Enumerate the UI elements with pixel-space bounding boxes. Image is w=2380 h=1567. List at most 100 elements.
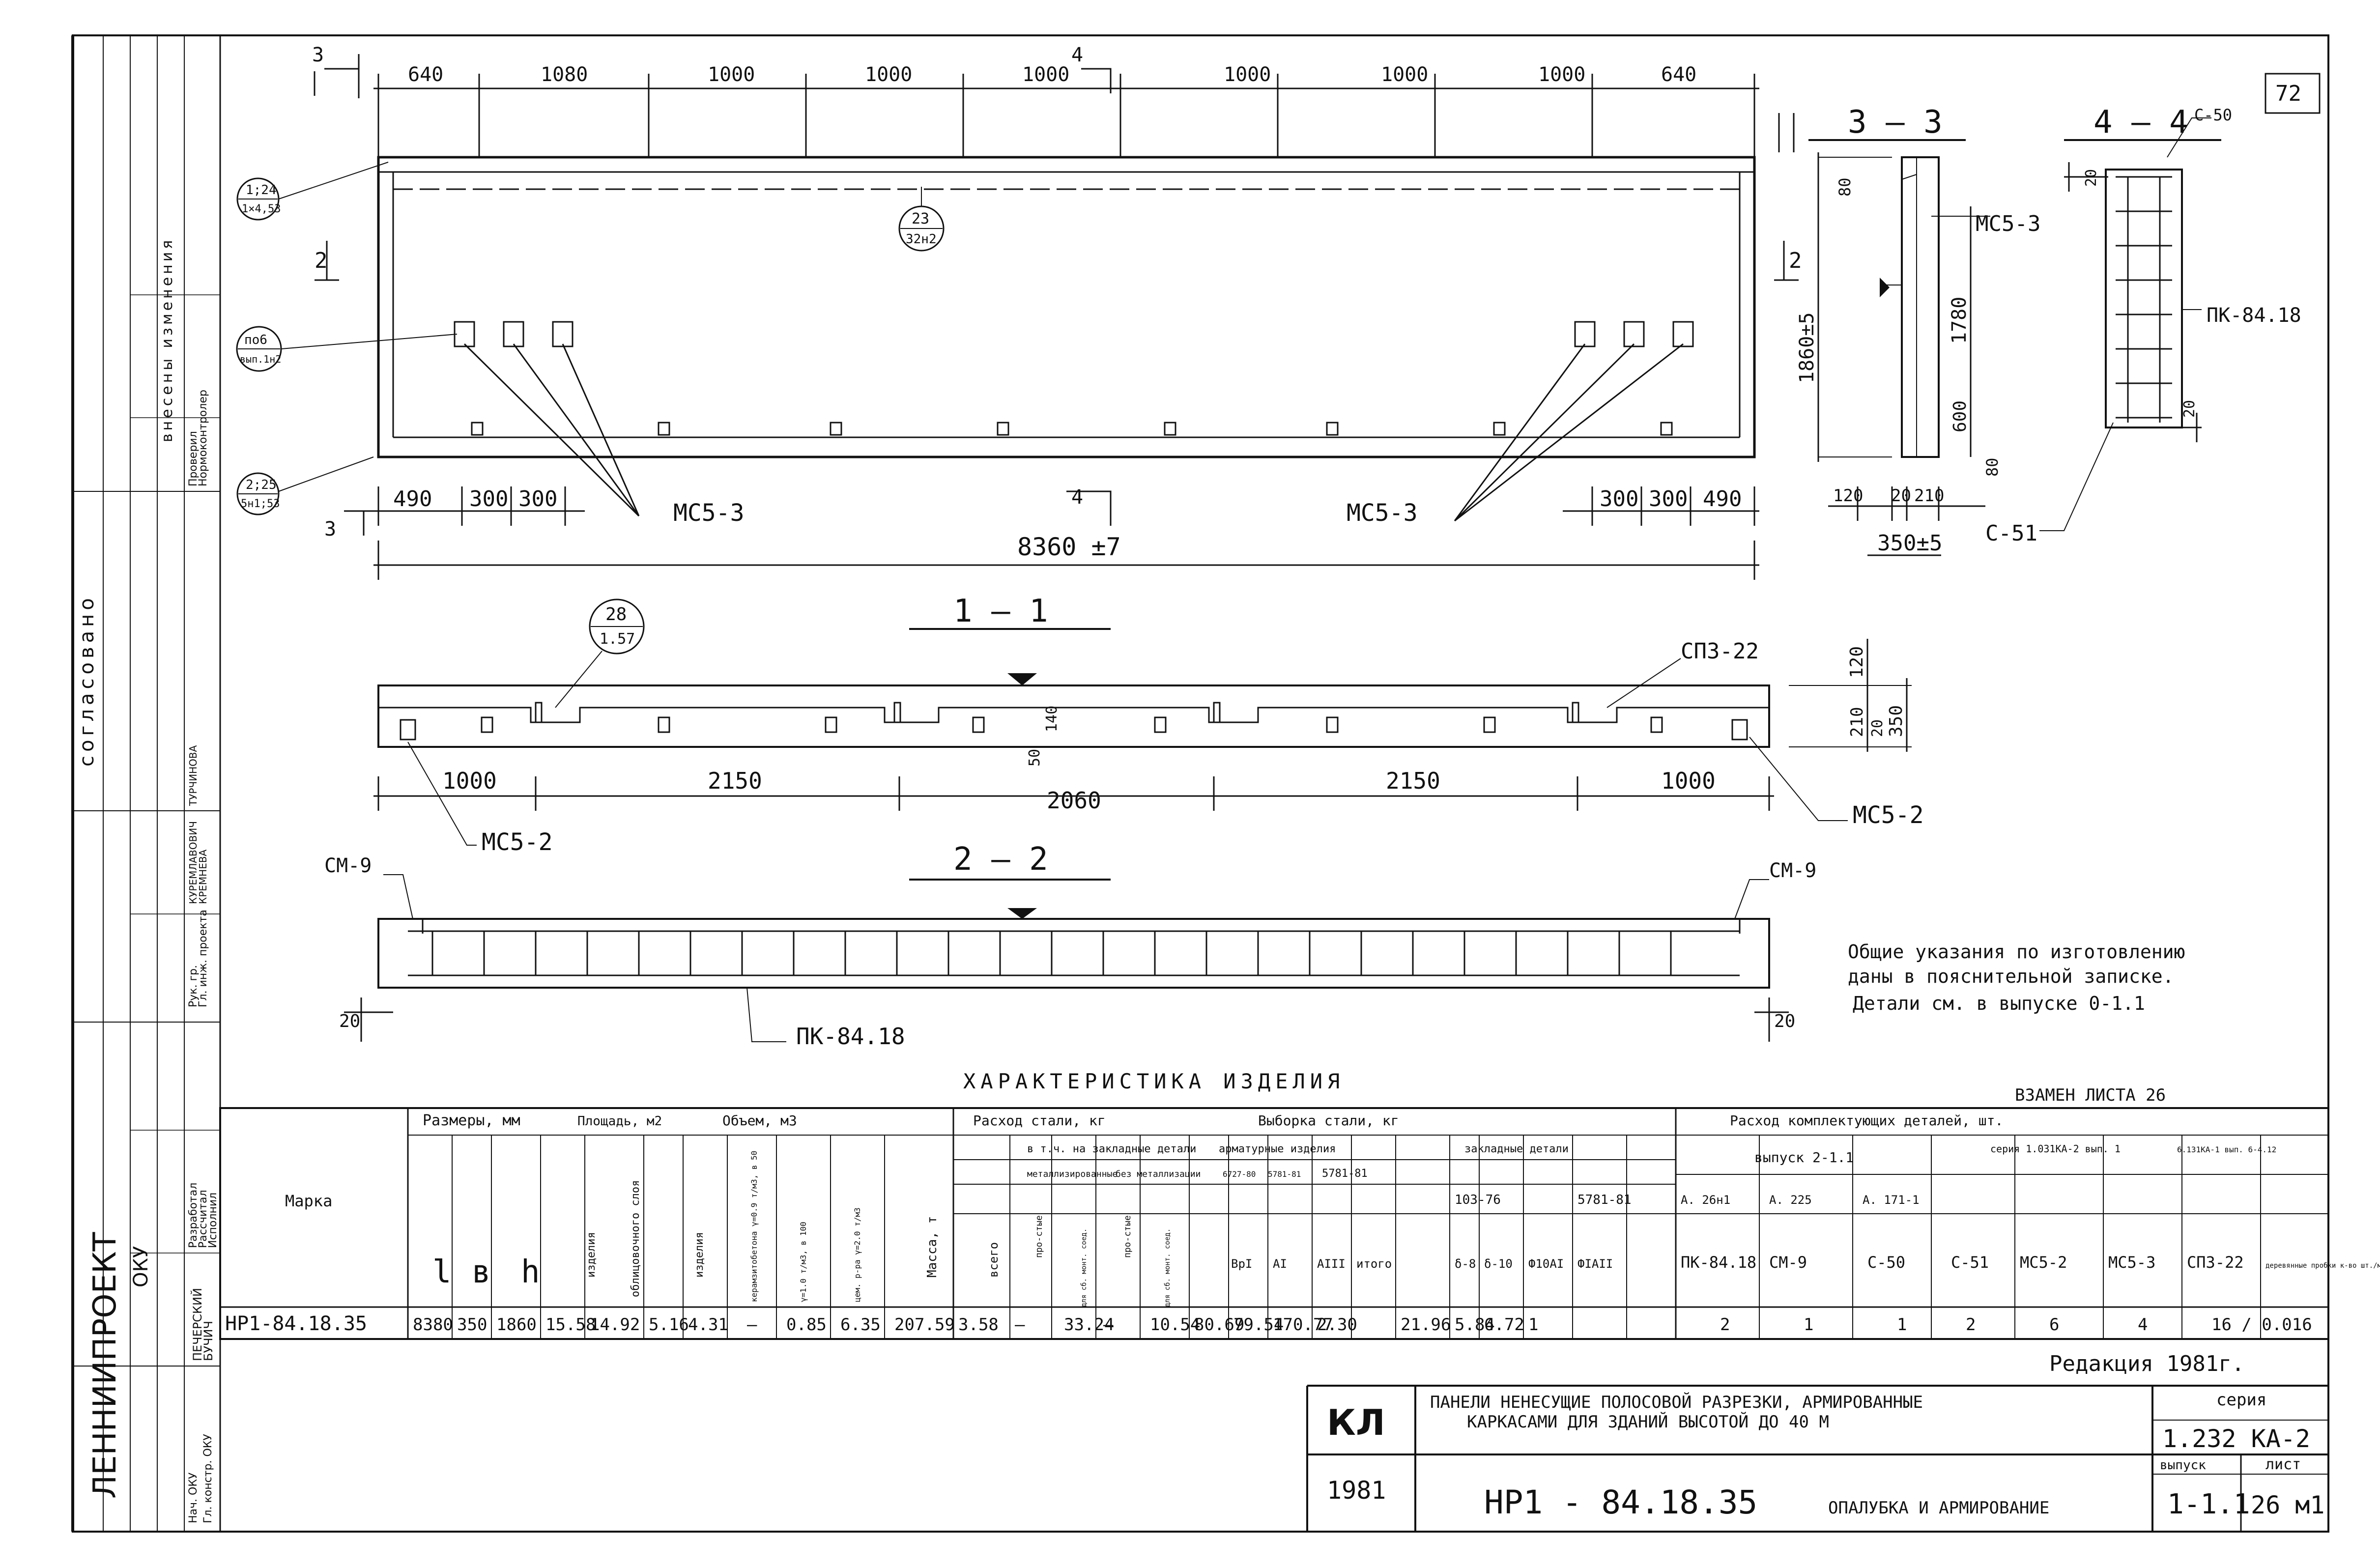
callout-5: 28 1.57 — [555, 598, 645, 708]
cut-mark-2-right: 2 — [1789, 248, 1802, 273]
th-steel-sub-3: без металлизации — [1116, 1169, 1201, 1179]
th-steel-c2: для сб. монт. соед. — [1080, 1228, 1088, 1307]
s3-600: 600 — [1950, 400, 1970, 432]
stamp-series: 1.232 КА-2 — [2162, 1425, 2310, 1453]
th-sample: Выборка стали, кг — [1258, 1112, 1399, 1129]
plan-d350: 350 — [1886, 705, 1906, 737]
callout-4-top: 2;25 — [246, 478, 277, 492]
top-dim-7: 1000 — [1381, 63, 1428, 86]
agreed-label: согласовано — [76, 594, 98, 767]
name-4: КРЕМНЕВА — [197, 849, 209, 904]
th-gost-1: 6727-80 — [1223, 1169, 1256, 1179]
section-1-1-title: 1 — 1 — [953, 593, 1048, 629]
th-sample-col: δ-8 — [1455, 1257, 1476, 1271]
th-steel-sub-1: в т.ч. на закладные детали — [1027, 1143, 1196, 1155]
table-cell: 0.85 — [786, 1315, 827, 1335]
callout-5-bottom: 1.57 — [600, 630, 635, 648]
table-cell: 170.77 — [1273, 1315, 1333, 1335]
changes-label: внесены изменения — [159, 237, 176, 442]
sheet-number: 72 — [2275, 81, 2301, 106]
th-parts: Расход комплектующих деталей, шт. — [1730, 1112, 2003, 1129]
th-sample-sub-2: закладные детали — [1464, 1143, 1569, 1155]
s3-height: 1860±5 — [1796, 313, 1818, 384]
s3-total: 350±5 — [1877, 531, 1942, 556]
sheet-number-box: 72 — [2265, 73, 2321, 114]
name-2: БУЧИЧ — [201, 1321, 215, 1361]
table-cell: 6.35 — [840, 1315, 881, 1335]
table-cell: 350 — [457, 1315, 487, 1335]
th-sample-col: δ-10 — [1484, 1257, 1513, 1271]
note-3: Детали см. в выпуске 0-1.1 — [1853, 993, 2145, 1014]
th-parts-col: ПК-84.18 — [1681, 1253, 1756, 1272]
table-cell: НР1-84.18.35 — [225, 1312, 367, 1335]
th-volume: Объем, м3 — [722, 1112, 797, 1129]
th-h: h — [521, 1254, 540, 1290]
callout-2-bottom: 32н2 — [906, 232, 937, 247]
callout-1: 1;24 1×4,53 — [236, 162, 389, 221]
stamp-issue-label: выпуск — [2160, 1458, 2206, 1473]
table-cell: 15.58 — [545, 1315, 596, 1335]
th-ref-1: А. 26н1 — [1681, 1193, 1730, 1207]
stamp-block: КЛ 1981 ПАНЕЛИ НЕНЕСУЩИЕ ПОЛОСОВОЙ РАЗРЕ… — [1306, 1385, 2328, 1532]
table-cell: 6.72 — [1484, 1315, 1524, 1335]
stamp-sheet-label: лист — [2265, 1456, 2301, 1473]
plan-dim-4: 2150 — [1386, 768, 1440, 794]
table-cell: 79.54 — [1233, 1315, 1284, 1335]
cut-mark-4-bottom: 4 — [1071, 486, 1083, 509]
role-checked: Проверил — [187, 431, 200, 486]
th-ref-2: А. 225 — [1769, 1193, 1812, 1207]
th-vol-4: цем. р-ра γ=2.0 т/м3 — [853, 1207, 862, 1302]
table-cell: 5.16 — [649, 1315, 689, 1335]
th-marka: Марка — [285, 1192, 332, 1210]
th-steel-c4: для сб. монт. соед. — [1164, 1228, 1172, 1307]
role-executed: Исполнил — [207, 1193, 219, 1248]
s3-mcs3-label: МС5-3 — [1976, 211, 2040, 236]
th-parts-col: МС5-3 — [2108, 1253, 2155, 1272]
th-vol-1: изделия — [693, 1232, 706, 1278]
label-cm9-right: СМ-9 — [1769, 859, 1816, 882]
s3-80a: 80 — [1835, 177, 1854, 197]
table-cell: 8380 — [413, 1315, 453, 1335]
role-norm: Нормоконтролер — [197, 390, 209, 486]
callout-3: по6 вып.1н2 — [236, 326, 458, 372]
label-cm9-left: СМ-9 — [324, 855, 372, 877]
s4-pk-label: ПК-84.18 — [2207, 304, 2301, 327]
th-gost-2: 5781-81 — [1268, 1169, 1301, 1179]
elev-dim-left: 20 — [339, 1011, 360, 1031]
stamp-year: 1981 — [1327, 1476, 1386, 1505]
cut-mark-4-top: 4 — [1071, 44, 1083, 66]
cut-mark-3-bottom: 3 — [324, 518, 336, 541]
table-cell: 4.31 — [688, 1315, 728, 1335]
plan-d120: 120 — [1847, 646, 1867, 678]
s3-w3: 210 — [1914, 486, 1944, 506]
plan-d20: 20 — [1869, 719, 1886, 737]
s3-w2: 20 — [1891, 486, 1911, 506]
bot-dim-r1: 300 — [1600, 486, 1638, 512]
th-parts-col: СПЗ-22 — [2187, 1253, 2244, 1272]
th-issue-c: 6.131КА-1 вып. 6-4.12 — [2177, 1145, 2276, 1154]
general-notes: Общие указания по изготовлению даны в по… — [1848, 941, 2185, 1014]
top-dim-2: 1080 — [541, 63, 588, 86]
bot-dim-l3: 300 — [518, 486, 557, 512]
th-gost-5: 5781-81 — [1577, 1193, 1632, 1207]
th-steel-total: всего — [987, 1242, 1001, 1278]
th-b: в — [472, 1254, 491, 1290]
bot-dim-l2: 300 — [469, 486, 508, 512]
callout-4-bottom: 5н1;53 — [241, 498, 280, 510]
top-dim-9: 640 — [1661, 63, 1696, 86]
table-cell: 14.92 — [590, 1315, 640, 1335]
table-cell: — — [747, 1315, 757, 1335]
top-dim-5: 1000 — [1022, 63, 1069, 86]
table-cell: 33.24 — [1064, 1315, 1114, 1335]
role-group-head: Рук. гр. — [187, 965, 200, 1007]
th-parts-col: С-50 — [1867, 1253, 1905, 1272]
gk-oku: Гл. констр. ОКУ — [202, 1434, 214, 1523]
nach-oku: Нач. ОКУ — [187, 1472, 200, 1523]
callout-1-bottom: 1×4,53 — [242, 203, 281, 215]
th-parts-col: деревянные пробки к-во шт./м3 — [2265, 1262, 2380, 1270]
name-1: ПЕЧЕРСКИЙ — [190, 1288, 204, 1361]
th-ref-3: А. 171-1 — [1863, 1193, 1920, 1207]
table-cell: 3.58 — [958, 1315, 999, 1335]
bot-dim-l1: 490 — [393, 486, 432, 512]
top-dim-8: 1000 — [1538, 63, 1585, 86]
